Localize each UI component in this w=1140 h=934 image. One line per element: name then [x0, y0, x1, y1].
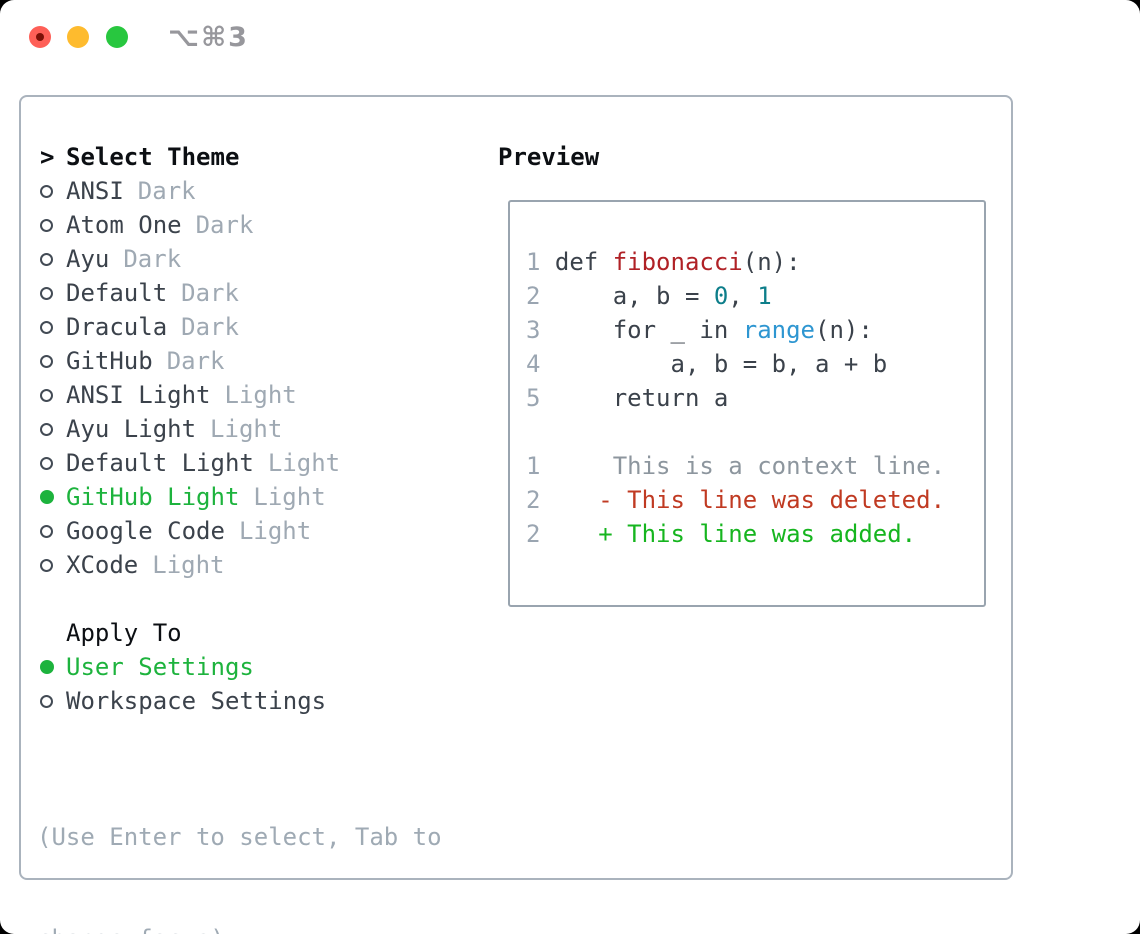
theme-item-xcode-light[interactable]: XCode Light — [40, 548, 340, 582]
theme-item-default-dark[interactable]: Default Dark — [40, 276, 340, 310]
focus-arrow-icon: > — [40, 143, 55, 171]
apply-to-title: Apply To — [66, 619, 182, 647]
theme-item-atom-one-dark[interactable]: Atom One Dark — [40, 208, 340, 242]
theme-item-default-light[interactable]: Default Light Light — [40, 446, 340, 480]
radio-selected-icon — [40, 490, 54, 504]
code-line: 1 def fibonacci(n): — [526, 248, 801, 276]
theme-item-github-light-selected[interactable]: GitHub Light Light — [40, 480, 340, 514]
theme-item-ayu-dark[interactable]: Ayu Dark — [40, 242, 340, 276]
code-line: 3 for _ in range(n): — [526, 316, 873, 344]
preview-pane: 1 def fibonacci(n): 2 a, b = 0, 1 3 for … — [508, 200, 986, 607]
theme-item-github-dark[interactable]: GitHub Dark — [40, 344, 340, 378]
code-line: 5 return a — [526, 384, 729, 412]
close-button[interactable] — [29, 26, 51, 48]
hint-line-2: change focus) — [37, 922, 442, 934]
select-theme-title: Select Theme — [66, 143, 240, 171]
theme-item-google-code-light[interactable]: Google Code Light — [40, 514, 340, 548]
diff-added-line: 2 + This line was added. — [526, 520, 917, 548]
apply-to-header: Apply To — [40, 616, 340, 650]
diff-deleted-line: 2 - This line was deleted. — [526, 486, 946, 514]
code-sample: 1 def fibonacci(n): 2 a, b = 0, 1 3 for … — [526, 245, 945, 551]
hint-line-1: (Use Enter to select, Tab to — [37, 823, 442, 851]
select-theme-header: > Select Theme — [40, 140, 340, 174]
function-name-token: fibonacci — [612, 248, 743, 276]
apply-option-workspace-settings[interactable]: Workspace Settings — [40, 684, 340, 718]
keyboard-hint: (Use Enter to select, Tab to change focu… — [37, 752, 442, 934]
radio-icon — [40, 388, 53, 402]
code-blank-line — [526, 415, 945, 449]
theme-menu: > Select Theme ANSI Dark Atom One Dark A… — [40, 140, 340, 718]
apply-option-user-settings[interactable]: User Settings — [40, 650, 340, 684]
window-title-shortcut: ⌥⌘3 — [168, 22, 249, 53]
radio-icon — [40, 354, 53, 368]
theme-item-ayu-light[interactable]: Ayu Light Light — [40, 412, 340, 446]
radio-icon — [40, 558, 53, 572]
zoom-button[interactable] — [106, 26, 128, 48]
radio-selected-icon — [40, 660, 54, 674]
number-token: 0 — [713, 282, 729, 310]
radio-icon — [40, 252, 53, 266]
title-bar: ⌥⌘3 — [0, 0, 1140, 75]
minimize-button[interactable] — [67, 26, 89, 48]
theme-item-ansi-light[interactable]: ANSI Light Light — [40, 378, 340, 412]
radio-icon — [40, 286, 53, 300]
radio-icon — [40, 320, 53, 334]
radio-icon — [40, 184, 53, 198]
diff-context-line: 1 This is a context line. — [526, 452, 946, 480]
theme-item-dracula-dark[interactable]: Dracula Dark — [40, 310, 340, 344]
radio-icon — [40, 422, 53, 436]
preview-title: Preview — [498, 143, 600, 171]
builtin-token: range — [742, 316, 815, 344]
code-line: 2 a, b = 0, 1 — [526, 282, 772, 310]
radio-icon — [40, 218, 53, 232]
theme-item-ansi-dark[interactable]: ANSI Dark — [40, 174, 340, 208]
code-line: 4 a, b = b, a + b — [526, 350, 888, 378]
number-token: 1 — [757, 282, 772, 310]
radio-icon — [40, 524, 53, 538]
radio-icon — [40, 456, 53, 470]
section-gap — [40, 582, 340, 616]
radio-icon — [40, 694, 53, 708]
